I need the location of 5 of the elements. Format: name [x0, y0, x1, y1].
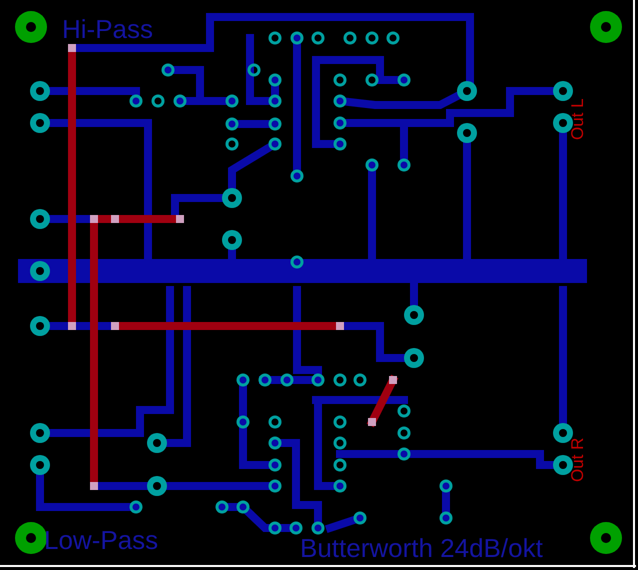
- output-label: Out R: [568, 438, 588, 482]
- board-label: Hi-Pass: [62, 14, 154, 45]
- board-label: Low-Pass: [44, 525, 158, 556]
- board-title: Butterworth 24dB/okt: [300, 533, 543, 564]
- output-label: Out L: [568, 98, 588, 140]
